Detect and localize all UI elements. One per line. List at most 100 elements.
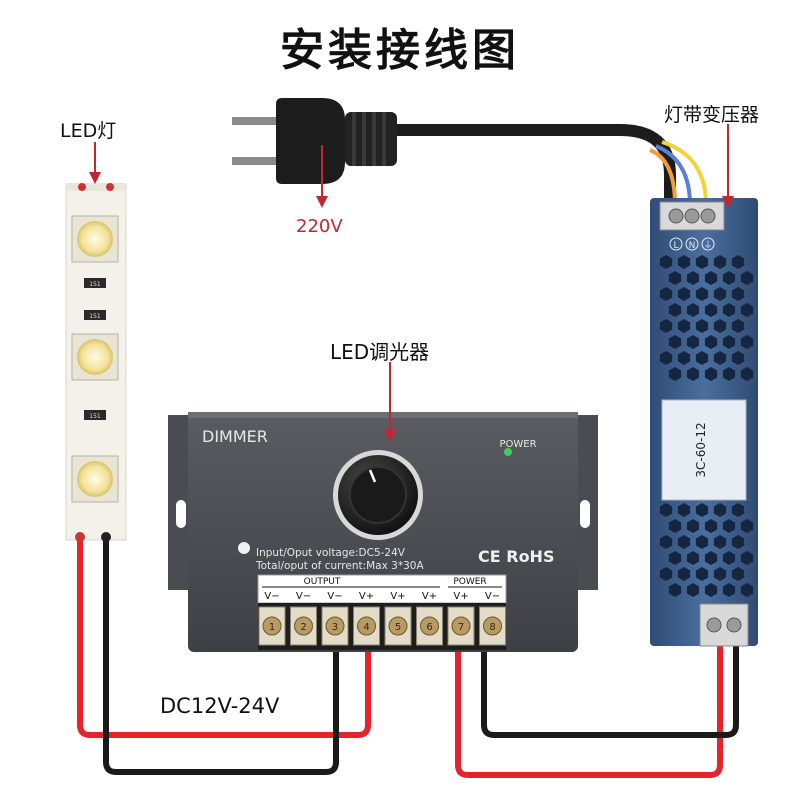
terminal-screw-icon[interactable] [420, 616, 439, 636]
resistor: 151 [84, 310, 106, 320]
terminal-number: 3 [332, 622, 338, 633]
vent-hole [668, 303, 682, 317]
terminal-polarity-label: V+ [359, 591, 374, 602]
terminal-polarity-label: V− [296, 591, 311, 602]
vent-hole [731, 503, 745, 517]
dimmer-label: LED调光器 [330, 340, 430, 364]
dimmer-knob[interactable] [333, 450, 423, 540]
vent-hole [695, 319, 709, 333]
vent-hole [731, 351, 745, 365]
vent-hole [668, 367, 682, 381]
terminal-number: 6 [426, 622, 432, 633]
dimmer-brand: DIMMER [202, 427, 268, 446]
terminal-screw-icon[interactable] [483, 616, 502, 636]
vent-hole [659, 567, 673, 581]
vent-hole [668, 551, 682, 565]
vent-hole [704, 519, 718, 533]
vent-hole [695, 535, 709, 549]
terminal-screw-icon[interactable] [451, 616, 471, 636]
vent-hole [659, 351, 673, 365]
svg-text:151: 151 [89, 413, 101, 420]
terminal-polarity-label: V− [327, 591, 342, 602]
resistor: 151 [84, 278, 106, 288]
vent-hole [659, 255, 673, 269]
vent-hole [722, 519, 736, 533]
lead-yellow [661, 140, 708, 206]
terminal-number: 7 [458, 622, 464, 633]
vent-hole [704, 271, 718, 285]
terminal-polarity-label: V+ [390, 591, 405, 602]
vent-hole [731, 535, 745, 549]
vent-hole [659, 319, 673, 333]
vent-hole [740, 519, 754, 533]
resistor: 151 [84, 410, 106, 420]
terminal-label-row: V−V−V−V+V+V+V+V− [264, 591, 500, 602]
vent-hole [686, 367, 700, 381]
led-pointer [89, 142, 101, 184]
vent-hole [722, 303, 736, 317]
vent-hole [704, 367, 718, 381]
transformer-input-label: N [689, 241, 696, 251]
vent-hole [677, 535, 691, 549]
terminal-screw-icon[interactable] [388, 616, 408, 636]
vent-hole [686, 303, 700, 317]
led-chip [71, 215, 119, 263]
vent-hole [677, 351, 691, 365]
vent-hole [677, 319, 691, 333]
vent-hole [686, 335, 700, 349]
vent-hole [740, 551, 754, 565]
vent-hole [740, 583, 754, 597]
ventilation-grille [659, 255, 754, 597]
vent-hole [740, 303, 754, 317]
power-plug [232, 98, 397, 184]
power-group-label: POWER [453, 577, 486, 587]
vent-hole [722, 583, 736, 597]
terminal-polarity-label: V− [264, 591, 279, 602]
terminal-screw-icon[interactable] [262, 616, 282, 636]
vent-hole [686, 271, 700, 285]
vent-hole [713, 319, 727, 333]
vent-hole [740, 367, 754, 381]
vent-hole [686, 519, 700, 533]
output-group-label: OUTPUT [304, 577, 341, 587]
mains-pointer [316, 145, 328, 208]
power-red-wire [455, 645, 723, 778]
terminal-screw-icon[interactable] [325, 616, 345, 636]
transformer-label: 灯带变压器 [664, 104, 760, 126]
terminal-number: 8 [489, 622, 495, 633]
vent-hole [695, 503, 709, 517]
vent-hole [695, 255, 709, 269]
terminal-screw-icon[interactable] [294, 616, 313, 636]
terminal-label-ring [685, 237, 699, 251]
vent-hole [722, 367, 736, 381]
vent-hole [713, 255, 727, 269]
vent-hole [659, 503, 673, 517]
led-strip: 151 151 151 [65, 183, 127, 542]
transformer-input-label: ⏚ [703, 240, 712, 251]
mains-cable [389, 124, 676, 206]
vent-hole [668, 335, 682, 349]
power-indicator-label: POWER [499, 439, 536, 450]
vent-hole [713, 351, 727, 365]
terminal-number: 5 [395, 622, 401, 633]
vent-hole [677, 255, 691, 269]
led-chip [71, 455, 119, 503]
vent-hole [677, 567, 691, 581]
vent-hole [704, 335, 718, 349]
lead-orange [649, 148, 677, 206]
vent-hole [668, 519, 682, 533]
vent-hole [695, 567, 709, 581]
page-title: 安装接线图 [280, 25, 520, 76]
vent-hole [677, 287, 691, 301]
output-voltage-label: DC12V-24V [160, 694, 280, 718]
led-chip [71, 333, 119, 381]
terminal-polarity-label: V− [485, 591, 500, 602]
terminal-polarity-label: V+ [453, 591, 468, 602]
terminal-screw-icon[interactable] [357, 616, 376, 636]
transformer-input-label: L [673, 241, 678, 251]
led-black-wire [103, 540, 339, 775]
led-red-wire [77, 540, 371, 738]
vent-hole [740, 335, 754, 349]
svg-text:151: 151 [89, 281, 101, 288]
